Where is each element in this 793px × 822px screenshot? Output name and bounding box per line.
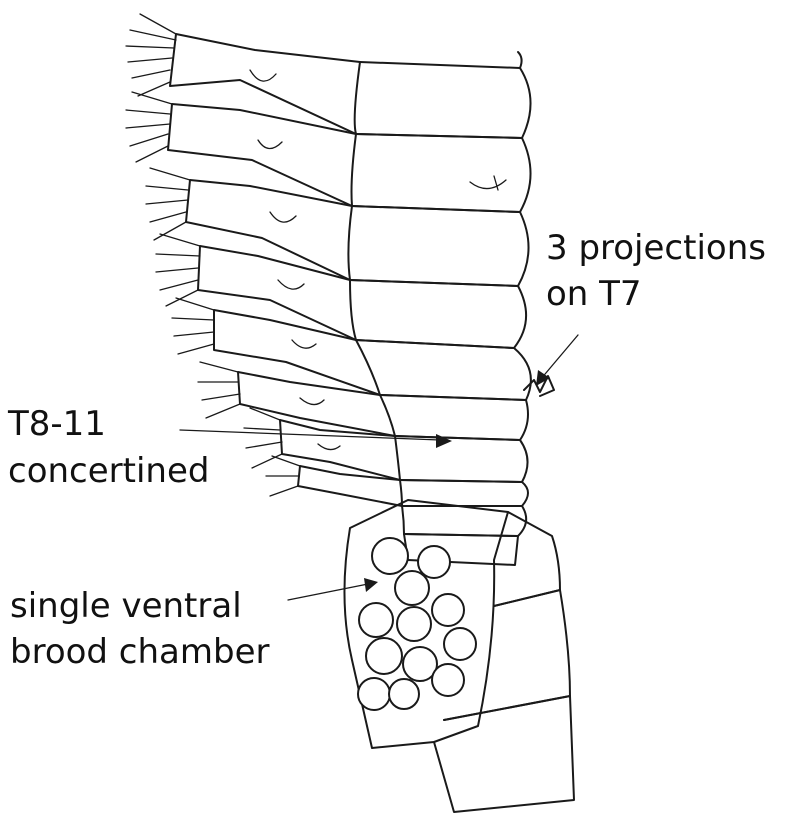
- egg: [395, 571, 429, 605]
- arrow-projections-head: [536, 370, 550, 386]
- setae-row-1: [126, 14, 176, 96]
- egg: [358, 678, 390, 710]
- tergite-6: [380, 395, 528, 440]
- label-brood-line1: single ventral: [10, 586, 242, 626]
- egg: [432, 664, 464, 696]
- label-concertined-line2: concertined: [8, 451, 209, 491]
- tergite-7: [395, 436, 528, 482]
- egg: [372, 538, 408, 574]
- tergite-2-mark: [470, 176, 506, 190]
- setae-row-6: [198, 362, 240, 418]
- egg: [397, 607, 431, 641]
- pleuron-8: [298, 466, 402, 506]
- setae-row-8: [266, 456, 300, 496]
- setae-row-7: [244, 408, 282, 468]
- setae-row-2: [126, 92, 172, 162]
- tergite-3: [350, 206, 529, 286]
- setae: [126, 14, 300, 496]
- setae-row-3: [146, 168, 190, 240]
- label-concertined-line1: T8-11: [8, 404, 106, 444]
- tergite-2: [352, 134, 531, 212]
- arrow-concertined-head: [436, 434, 452, 448]
- egg: [432, 594, 464, 626]
- setae-row-4: [156, 234, 200, 306]
- arrow-brood-line: [288, 584, 368, 600]
- label-projections-line1: 3 projections: [546, 228, 766, 268]
- arrow-concertined-line: [180, 430, 440, 440]
- pleuron-7: [280, 420, 400, 480]
- tergite-4: [350, 280, 526, 348]
- pleuron-2: [168, 104, 356, 206]
- label-projections-line2: on T7: [546, 274, 642, 314]
- brood-chamber: [344, 500, 508, 748]
- mid-dorsal-line: [348, 62, 408, 560]
- tergite-segments: [350, 52, 531, 565]
- body-top-edge: [518, 52, 522, 68]
- pleuron-4: [198, 246, 356, 340]
- egg: [366, 638, 402, 674]
- pleon-segments: [434, 376, 574, 812]
- egg: [418, 546, 450, 578]
- egg: [444, 628, 476, 660]
- tergite-1: [356, 62, 531, 138]
- egg: [359, 603, 393, 637]
- pleon-3: [434, 696, 574, 812]
- label-brood-line2: brood chamber: [10, 632, 269, 672]
- arrow-brood-head: [364, 578, 378, 592]
- tergite-9: [402, 506, 526, 536]
- setae-row-5: [172, 298, 214, 354]
- arrow-projections-line: [540, 335, 578, 380]
- pleuron-1: [170, 34, 360, 134]
- egg: [389, 679, 419, 709]
- tergite-5: [356, 340, 531, 400]
